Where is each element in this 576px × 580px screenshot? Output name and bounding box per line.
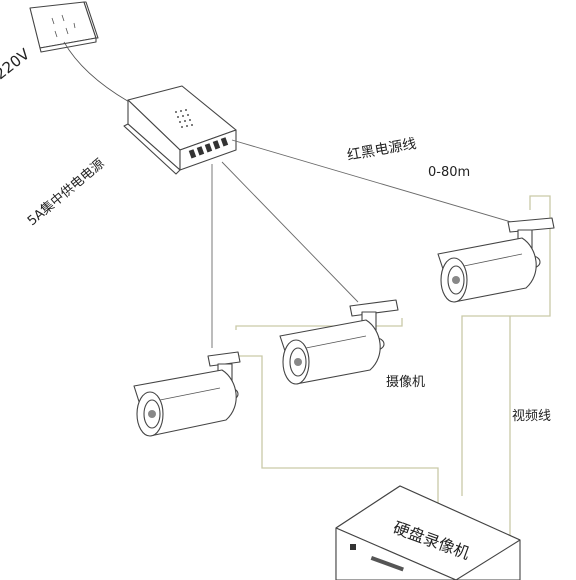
video-cable-label: 视频线 xyxy=(512,409,551,424)
mains-cable xyxy=(63,41,141,109)
camera-icon xyxy=(437,217,555,303)
red-black-wire-label: 红黑电源线 xyxy=(346,136,418,164)
wall-outlet-icon xyxy=(29,1,99,53)
video-cables xyxy=(235,195,551,540)
voltage-label: 220V xyxy=(0,45,34,84)
power-wires xyxy=(211,139,519,348)
power-supply-icon xyxy=(123,85,237,175)
dvr-icon xyxy=(335,485,521,580)
power-supply-label: 5A集中供电电源 xyxy=(24,156,107,229)
distance-label: 0-80m xyxy=(428,165,470,180)
camera-icon xyxy=(279,299,399,385)
camera-label: 摄像机 xyxy=(386,375,425,390)
camera-icon xyxy=(133,351,241,437)
